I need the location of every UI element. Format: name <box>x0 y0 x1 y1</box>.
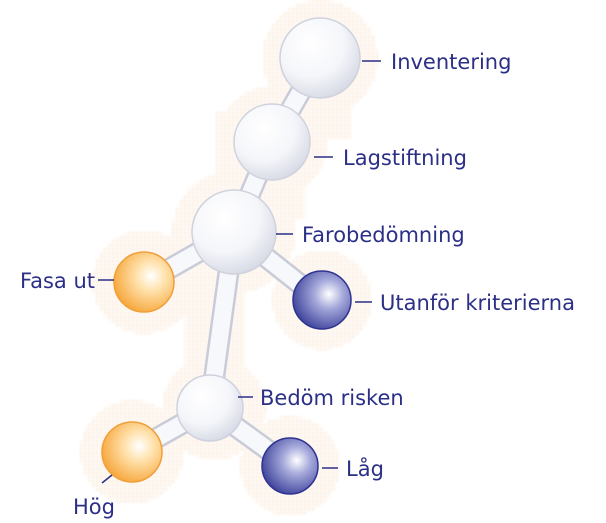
diagram-nodes <box>101 17 361 495</box>
label-farobedomning: Farobedömning <box>302 223 465 247</box>
node-fasa-ut <box>113 251 175 313</box>
node-lagstiftning <box>233 103 311 181</box>
node-farobedomning <box>191 189 277 275</box>
diagram-labels: Inventering Lagstiftning Farobedömning F… <box>20 50 575 519</box>
node-utanfor-kriterierna <box>292 270 352 330</box>
label-fasa-ut: Fasa ut <box>20 269 95 293</box>
label-utanfor-kriterierna: Utanför kriterierna <box>380 291 575 315</box>
label-hog: Hög <box>73 495 115 519</box>
label-lag: Låg <box>346 456 384 481</box>
label-leaders <box>98 60 381 484</box>
label-lagstiftning: Lagstiftning <box>343 146 467 170</box>
node-hog <box>101 421 163 483</box>
label-bedom-risken: Bedöm risken <box>260 386 404 410</box>
label-inventering: Inventering <box>391 50 511 74</box>
node-inventering <box>279 17 361 99</box>
node-lag <box>261 437 319 495</box>
node-bedom-risken <box>176 374 244 442</box>
